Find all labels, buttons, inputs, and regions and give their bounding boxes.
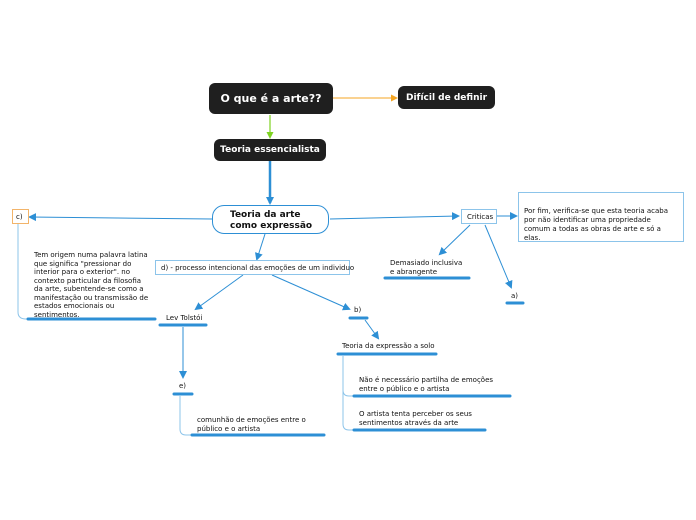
node-solo-label: Teoria da expressão a solo [342,342,435,350]
comunhao-line-2: público e o artista [197,424,261,433]
node-teoria-arte-expressao[interactable]: Teoria da arte como expressão [212,205,329,234]
root-node[interactable]: O que é a arte?? [209,83,333,114]
node-criticas[interactable]: Criticas [461,209,497,224]
node-c-text-content: Tem origem numa palavra latina que signi… [34,251,149,319]
node-demasiado-inclusiva[interactable]: Demasiado inclusiva e abrangente [390,259,462,276]
node-a-label: a) [511,292,519,300]
node-e-label: e) [179,382,187,390]
node-lev-tolstoi[interactable]: Lev Tolstói [166,314,202,323]
node-c[interactable]: c) [12,209,29,224]
root-node-label: O que é a arte?? [220,92,322,105]
node-comunhao-emocoes[interactable]: comunhão de emoções entre o público e o … [197,416,306,433]
link-d-b [271,274,351,311]
node-b-label: b) [354,306,362,314]
link-b-solo [364,319,380,340]
link-d-lev [194,274,244,311]
node-dificil-label: Difícil de definir [405,92,488,103]
node-d-label: d) - processo intencional das emoções de… [161,263,355,272]
link-central-c [28,213,213,222]
node-teoria-expressao-solo[interactable]: Teoria da expressão a solo [342,342,435,351]
node-por-fim[interactable]: Por fim, verifica-se que esta teoria aca… [518,192,684,242]
node-b[interactable]: b) [354,306,361,315]
artista-line-2: sentimentos através da arte [359,418,459,427]
central-line-1: Teoria da arte [230,210,301,220]
central-line-2: como expressão [230,221,313,231]
node-nao-necessario-partilha[interactable]: Não é necessário partilha de emoções ent… [359,376,493,393]
link-e-comunhao [179,396,192,436]
demasiado-line-1: Demasiado inclusiva [390,259,463,267]
demasiado-line-2: e abrangente [390,267,438,276]
link-c-text [17,224,28,320]
node-e[interactable]: e) [179,382,186,391]
link-solo-artista [342,390,354,431]
link-central-criticas [329,212,460,221]
nao-line-2: entre o público e o artista [359,384,450,393]
node-por-fim-text: Por fim, verifica-se que esta teoria aca… [524,207,669,242]
node-d-processo-intencional[interactable]: d) - processo intencional das emoções de… [155,260,354,275]
node-lev-label: Lev Tolstói [166,314,203,322]
node-teoria-essencialista[interactable]: Teoria essencialista [214,139,326,161]
nao-line-1: Não é necessário partilha de emoções [359,376,494,384]
link-criticas-a [484,224,513,289]
link-criticas-demasiado [438,224,471,256]
node-c-label: c) [16,212,23,221]
node-artista-tenta-perceber[interactable]: O artista tenta perceber os seus sentime… [359,410,472,427]
node-a[interactable]: a) [511,292,518,301]
node-dificil-de-definir[interactable]: Difícil de definir [398,86,495,109]
node-c-text[interactable]: Tem origem numa palavra latina que signi… [34,251,150,319]
node-essencialista-label: Teoria essencialista [220,145,320,155]
comunhao-line-1: comunhão de emoções entre o [197,416,306,424]
link-solo-nao [342,356,354,397]
link-central-d [255,233,266,261]
artista-line-1: O artista tenta perceber os seus [359,410,472,418]
node-criticas-label: Criticas [467,212,494,221]
